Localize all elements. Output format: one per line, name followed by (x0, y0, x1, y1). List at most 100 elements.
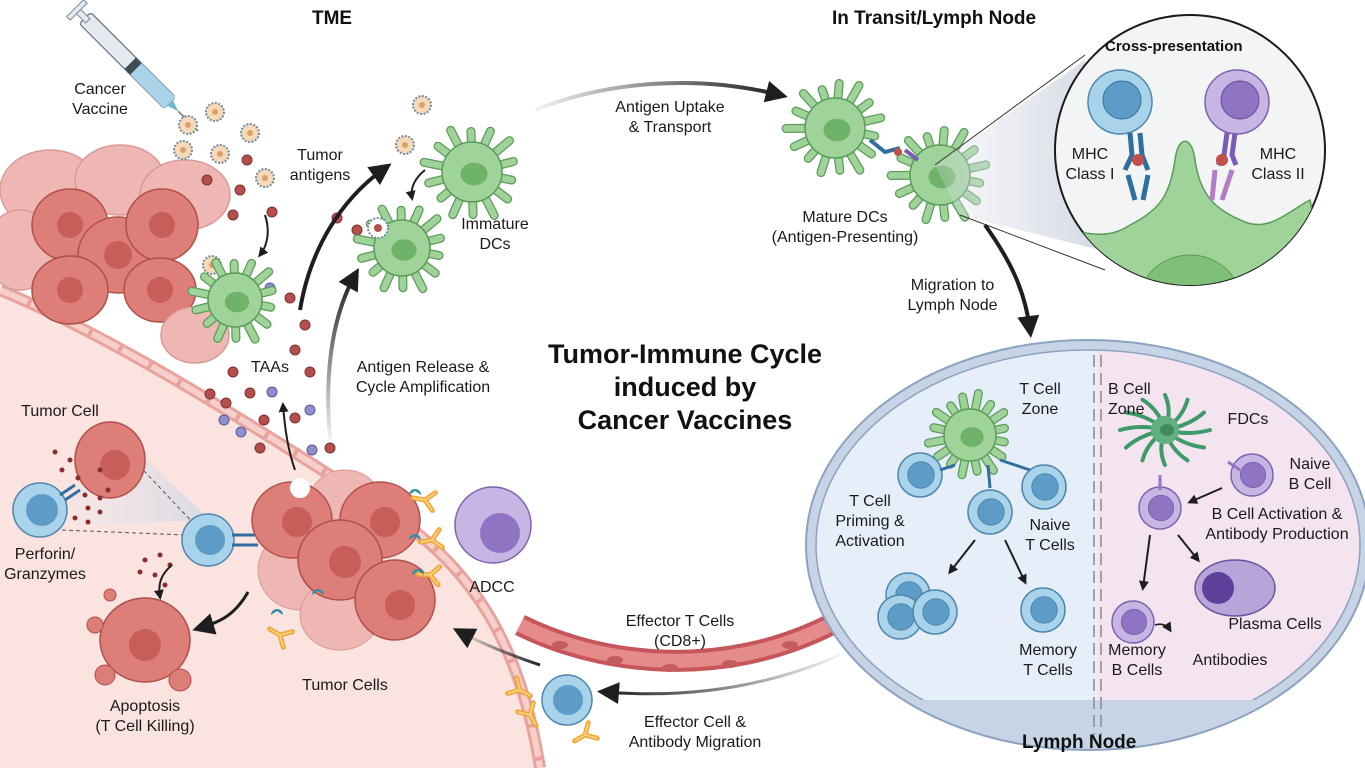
label-antigen-uptake: Antigen Uptake & Transport (600, 98, 740, 138)
label-naive-t: Naive T Cells (1015, 516, 1085, 556)
cross-presentation-title: Cross-presentation (1105, 38, 1243, 55)
plasma-cell (1195, 560, 1275, 616)
granule (98, 468, 103, 473)
migrating-t-cell (542, 675, 592, 725)
granule (73, 516, 78, 521)
antigen-dot (205, 389, 215, 399)
dendritic-cell-immature-1 (357, 209, 440, 289)
granule (138, 570, 143, 575)
label-memory-b: Memory B Cells (1097, 641, 1177, 681)
label-antibodies: Antibodies (1180, 651, 1280, 671)
antigen-dot (245, 388, 255, 398)
antigen-dot (325, 443, 335, 453)
granule (68, 458, 73, 463)
t-cell-naive-right (1022, 465, 1066, 509)
t-cell-priming (898, 453, 942, 497)
antigen-dot (352, 225, 362, 235)
red-blood-cell (782, 641, 798, 649)
label-b-cell-zone: B Cell Zone (1108, 380, 1178, 420)
nk-cell-adcc (455, 487, 531, 563)
antigen-dot (259, 415, 269, 425)
antigen-dot (290, 413, 300, 423)
granule (98, 496, 103, 501)
t-cell-naive-center (968, 490, 1012, 534)
label-effector-migration: Effector Cell & Antibody Migration (605, 713, 785, 753)
label-tumor-cell: Tumor Cell (10, 402, 110, 422)
t-cell-clone-3 (913, 590, 957, 634)
granule (98, 510, 103, 515)
tumor-receptor-icon (409, 489, 421, 495)
memory-t-cell (1021, 588, 1065, 632)
label-plasma-cells: Plasma Cells (1215, 615, 1335, 635)
label-memory-t: Memory T Cells (1003, 641, 1093, 681)
label-tumor-cells: Tumor Cells (290, 676, 400, 696)
antigen-dot (255, 443, 265, 453)
label-migration: Migration to Lymph Node (895, 276, 1010, 316)
granule (153, 573, 158, 578)
dendritic-cell-mature-1 (786, 84, 881, 173)
red-blood-cell (607, 656, 623, 664)
label-antigen-release: Antigen Release & Cycle Amplification (338, 358, 508, 398)
granule (83, 493, 88, 498)
antibody-icon (570, 723, 597, 749)
naive-b-cell (1231, 454, 1273, 496)
granule (158, 553, 163, 558)
vaccine-particle (211, 145, 229, 163)
red-blood-cell (722, 660, 738, 668)
antigen-dot (267, 207, 277, 217)
label-cancer-vaccine: Cancer Vaccine (60, 80, 140, 120)
granule (143, 558, 148, 563)
label-perforin: Perforin/ Granzymes (0, 545, 95, 585)
antigen-dot-blue (307, 445, 317, 455)
granule (76, 476, 81, 481)
vaccine-particle (206, 103, 224, 121)
label-fdcs: FDCs (1218, 410, 1278, 430)
label-t-cell-zone: T Cell Zone (1010, 380, 1070, 420)
antigen-dot (300, 320, 310, 330)
vaccine-particle (413, 96, 431, 114)
antigen-dot-blue (267, 387, 277, 397)
antigen-dot (202, 175, 212, 185)
header-tme: TME (312, 8, 352, 30)
antigen-dot (228, 210, 238, 220)
vaccine-particle (174, 141, 192, 159)
diagram-title: Tumor-Immune Cycle induced by Cancer Vac… (515, 338, 855, 437)
header-lymph-node: Lymph Node (1022, 732, 1136, 754)
label-effector-t: Effector T Cells (CD8+) (610, 612, 750, 652)
antigen-dot (221, 398, 231, 408)
antigen-dot (305, 367, 315, 377)
label-mhc-class-1: MHC Class I (1055, 145, 1125, 185)
label-immature-dcs: Immature DCs (455, 215, 535, 255)
header-transit: In Transit/Lymph Node (832, 8, 1036, 30)
label-naive-b: Naive B Cell (1275, 455, 1345, 495)
label-mature-dcs: Mature DCs (Antigen-Presenting) (760, 208, 930, 248)
granule (106, 488, 111, 493)
vaccine-particle (241, 124, 259, 142)
vaccine-particle (256, 169, 274, 187)
arrow-to-dc2 (412, 170, 425, 198)
memory-b-cell (1112, 601, 1154, 643)
granule (86, 506, 91, 511)
label-taas: TAAs (245, 358, 295, 378)
tcr-receptor (988, 465, 990, 488)
granule (86, 520, 91, 525)
granule (163, 583, 168, 588)
antigen-dot (290, 345, 300, 355)
label-mhc-class-2: MHC Class II (1238, 145, 1318, 185)
dendritic-cell-immature-2 (424, 130, 513, 215)
granule (53, 450, 58, 455)
antigen-dot-blue (219, 415, 229, 425)
red-blood-cell (662, 664, 678, 672)
vaccine-particle (179, 116, 197, 134)
antigen-dot-blue (305, 405, 315, 415)
vaccine-particle (396, 136, 414, 154)
antigen-dot (228, 367, 238, 377)
arrow-to-dc (260, 215, 268, 255)
antigen-dot (285, 293, 295, 303)
granule (60, 468, 65, 473)
label-t-priming: T Cell Priming & Activation (820, 492, 920, 552)
tumor-cell-target (75, 422, 145, 498)
label-adcc: ADCC (462, 578, 522, 598)
label-b-activation: B Cell Activation & Antibody Production (1192, 505, 1362, 545)
